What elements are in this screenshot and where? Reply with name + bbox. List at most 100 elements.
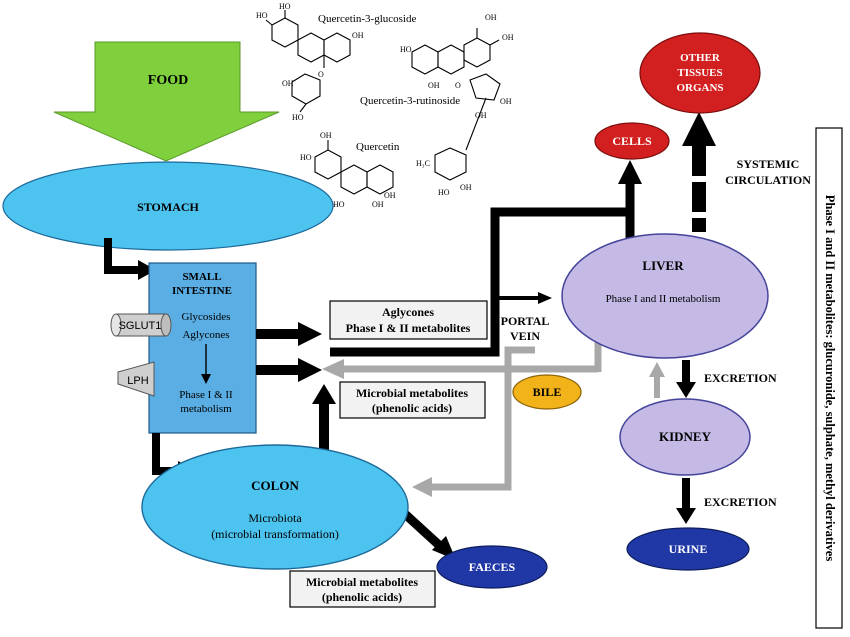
sglut1-transporter <box>110 313 172 337</box>
lph-label: LPH <box>127 375 148 387</box>
liver-to-colon-bile-head <box>412 477 432 497</box>
kidney-to-liver-head <box>649 362 665 377</box>
systemic-label-2: CIRCULATION <box>725 173 811 187</box>
faeces-node <box>436 545 548 589</box>
cells-node <box>594 122 670 160</box>
quercetin-structure <box>314 140 394 195</box>
microbial-lower-line2: (phenolic acids) <box>322 590 402 604</box>
portal-vein-to-liver-head <box>538 292 552 304</box>
stomach-node <box>2 161 334 251</box>
side-note-text: Phase I and II metabolites: glucuronide,… <box>823 195 837 562</box>
liver-label: LIVER <box>642 258 684 273</box>
other-tissues-node <box>639 32 761 114</box>
svg-text:HO: HO <box>400 45 412 54</box>
urine-label: URINE <box>669 542 708 556</box>
side-note-box <box>815 127 843 629</box>
bile-label: BILE <box>533 385 562 399</box>
microbial-upper-line1: Microbial metabolites <box>356 386 468 400</box>
si-aglycones: Aglycones <box>182 329 229 341</box>
svg-text:OH: OH <box>352 31 364 40</box>
kidney-label: KIDNEY <box>659 429 712 444</box>
svg-text:OH: OH <box>485 13 497 22</box>
colon-return-arrow-head <box>298 358 322 382</box>
stomach-to-intestine-head <box>138 260 156 280</box>
si-phase-label: Phase I & II <box>179 389 233 401</box>
microbial-metabolites-box-lower <box>289 570 436 608</box>
colon-node <box>141 444 409 570</box>
microbial-upper-line2: (phenolic acids) <box>372 401 452 415</box>
sglut1-label: SGLUT1 <box>119 320 162 332</box>
svg-text:OH: OH <box>320 131 332 140</box>
portal-vein-label-2: VEIN <box>510 329 540 343</box>
systemic-circulation-arrow <box>682 112 716 232</box>
stomach-to-intestine-arrow <box>104 238 140 274</box>
quercetin-label: Quercetin <box>356 141 400 153</box>
colon-label: COLON <box>251 478 299 493</box>
colon-to-metabolites-head <box>312 384 336 404</box>
excretion-label-2: EXCRETION <box>704 495 777 509</box>
svg-text:O: O <box>455 81 461 90</box>
si-glycosides: Glycosides <box>182 311 231 323</box>
microbial-lower-line1: Microbial metabolites <box>306 575 418 589</box>
svg-text:OH: OH <box>384 191 396 200</box>
excretion-label-1: EXCRETION <box>704 371 777 385</box>
si-inner-arrow-head <box>201 374 211 384</box>
lph-enzyme <box>117 361 155 397</box>
svg-text:HO: HO <box>292 113 304 122</box>
portal-vein-route <box>330 207 630 357</box>
food-arrow <box>53 41 280 162</box>
svg-text:HO: HO <box>300 153 312 162</box>
other-tissues-label-1: OTHER <box>680 52 721 64</box>
svg-text:HO: HO <box>333 200 345 209</box>
liver-to-cells-head <box>618 160 642 184</box>
other-tissues-label-2: TISSUES <box>677 67 722 79</box>
stomach-label: STOMACH <box>137 200 199 214</box>
urine-node <box>626 527 750 571</box>
si-metabolism-label: metabolism <box>180 403 232 415</box>
svg-text:HO: HO <box>438 188 450 197</box>
quercetin-3-glucoside-label: Quercetin-3-glucoside <box>318 13 416 25</box>
aglycones-box-line1: Aglycones <box>382 305 434 319</box>
svg-text:OH: OH <box>500 97 512 106</box>
microbial-metabolites-box-upper <box>339 381 486 419</box>
glucoside-atoms: HO HO OH O OH HO <box>256 2 364 122</box>
svg-text:H₃C: H₃C <box>416 159 430 168</box>
bile-node <box>512 374 582 410</box>
small-intestine-label-1: SMALL <box>182 271 221 283</box>
liver-to-kidney-head <box>676 382 696 398</box>
cells-label: CELLS <box>612 134 652 148</box>
svg-text:OH: OH <box>428 81 440 90</box>
liver-sub-label: Phase I and II metabolism <box>606 293 721 305</box>
aglycones-box-line2: Phase I & II metabolites <box>346 321 471 335</box>
liver-node <box>561 233 769 359</box>
svg-text:OH: OH <box>502 33 514 42</box>
colon-line-2: (microbial transformation) <box>211 527 339 541</box>
rutinoside-atoms: OH OH HO OH O OH OH H₃C HO OH <box>400 13 514 197</box>
colon-line-1: Microbiota <box>248 511 302 525</box>
svg-text:OH: OH <box>282 79 294 88</box>
kidney-to-urine-head <box>676 508 696 524</box>
systemic-label-1: SYSTEMIC <box>737 157 800 171</box>
aglycones-box <box>329 300 488 340</box>
svg-text:HO: HO <box>279 2 291 11</box>
svg-text:HO: HO <box>256 11 268 20</box>
kidney-node <box>619 398 751 476</box>
small-intestine-label-2: INTESTINE <box>172 285 232 297</box>
food-label: FOOD <box>148 73 188 88</box>
portal-vein-label-1: PORTAL <box>501 314 550 328</box>
small-intestine-node <box>148 262 257 434</box>
intestine-to-aglycones-head <box>298 322 322 346</box>
quercetin-3-rutinoside-label: Quercetin-3-rutinoside <box>360 95 460 107</box>
colon-to-faeces-line <box>401 510 444 550</box>
svg-text:OH: OH <box>475 111 487 120</box>
bile-return-head <box>322 359 344 379</box>
liver-to-colon-bile-arrow <box>430 346 535 491</box>
faeces-label: FAECES <box>469 560 516 574</box>
quercetin-3-glucoside-structure <box>265 10 351 113</box>
other-tissues-label-3: ORGANS <box>676 82 723 94</box>
quercetin-3-rutinoside-structure <box>411 28 501 181</box>
svg-text:OH: OH <box>460 183 472 192</box>
svg-text:O: O <box>318 70 324 79</box>
